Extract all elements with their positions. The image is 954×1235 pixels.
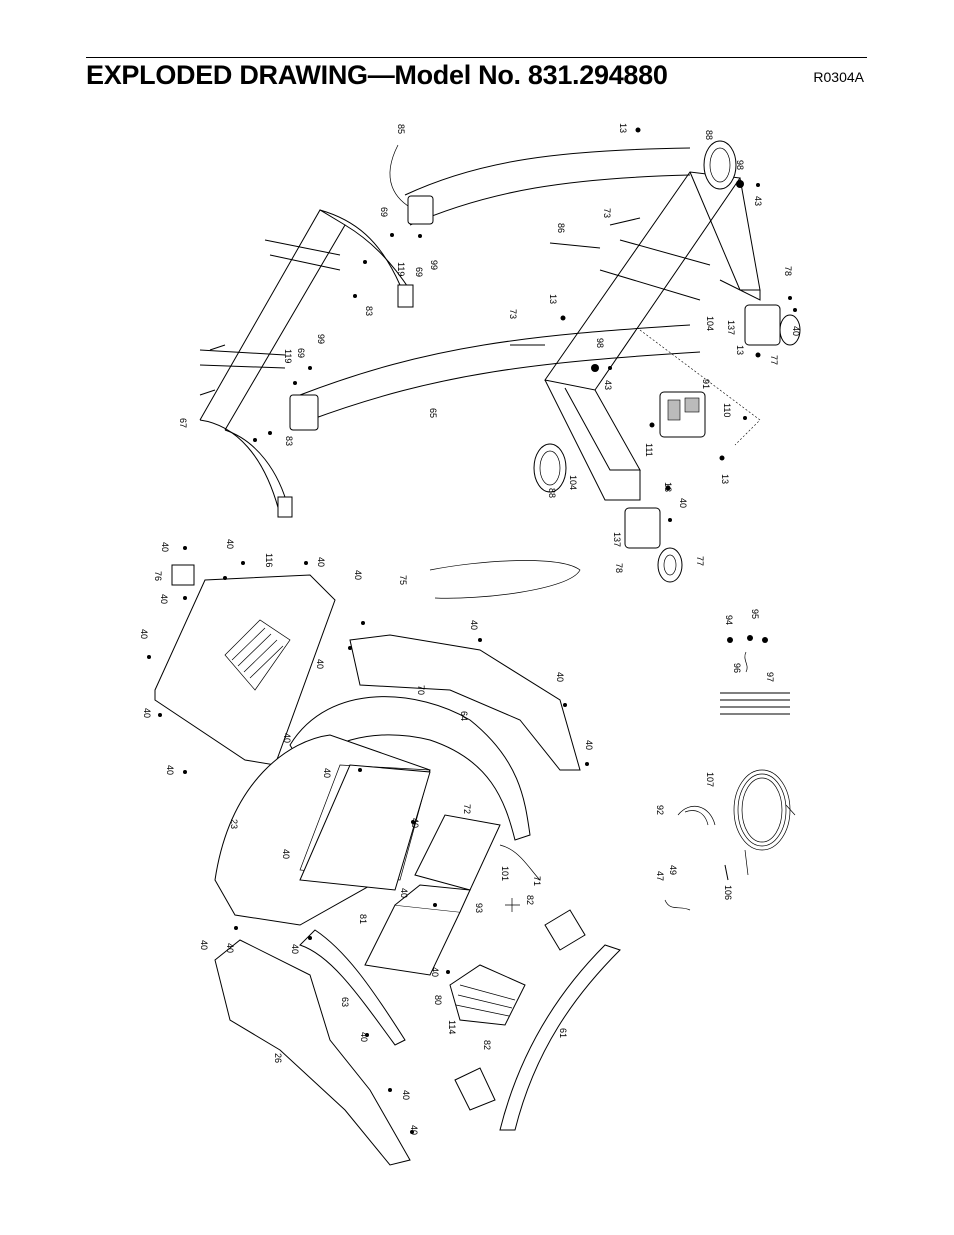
label-61: 61 — [558, 1028, 568, 1038]
label-67: 67 — [178, 418, 188, 428]
label-40: 40 — [678, 498, 688, 508]
label-43: 43 — [603, 380, 613, 390]
label-104: 104 — [705, 316, 715, 331]
label-40: 40 — [281, 849, 291, 859]
label-40: 40 — [225, 539, 235, 549]
label-40: 40 — [401, 1090, 411, 1100]
label-40: 40 — [791, 326, 801, 336]
label-88: 88 — [547, 488, 557, 498]
label-40: 40 — [165, 765, 175, 775]
label-13: 13 — [720, 474, 730, 484]
label-40: 40 — [430, 967, 440, 977]
label-40: 40 — [225, 943, 235, 953]
callout-labels: 85 13 88 98 43 69 73 86 119 69 99 83 78 … — [139, 123, 801, 1135]
label-40: 40 — [160, 542, 170, 552]
label-64: 64 — [459, 711, 469, 721]
label-40: 40 — [469, 620, 479, 630]
label-40: 40 — [353, 570, 363, 580]
label-106: 106 — [723, 885, 733, 900]
label-40: 40 — [555, 672, 565, 682]
label-92: 92 — [655, 805, 665, 815]
label-85: 85 — [396, 124, 406, 134]
label-91: 91 — [701, 379, 711, 389]
frame-assembly — [199, 127, 801, 583]
label-40: 40 — [399, 888, 409, 898]
label-76: 76 — [153, 571, 163, 581]
label-70: 70 — [416, 685, 426, 695]
label-40: 40 — [359, 1032, 369, 1042]
label-40: 40 — [410, 818, 420, 828]
label-83: 83 — [364, 306, 374, 316]
label-40: 40 — [316, 557, 326, 567]
label-137: 137 — [726, 320, 736, 335]
label-65: 65 — [428, 408, 438, 418]
label-40: 40 — [199, 940, 209, 950]
label-43: 43 — [753, 196, 763, 206]
shroud-assembly — [147, 546, 621, 1166]
label-40: 40 — [290, 944, 300, 954]
label-72: 72 — [462, 804, 472, 814]
label-71: 71 — [532, 876, 542, 886]
label-69: 69 — [414, 267, 424, 277]
label-93: 93 — [474, 903, 484, 913]
label-23: 23 — [229, 819, 239, 829]
label-63: 63 — [340, 997, 350, 1007]
label-119: 119 — [283, 349, 293, 363]
document-code: R0304A — [813, 69, 864, 85]
label-107: 107 — [705, 772, 715, 787]
label-75: 75 — [398, 575, 408, 585]
label-40: 40 — [159, 594, 169, 604]
label-88: 88 — [704, 130, 714, 140]
label-69: 69 — [296, 348, 306, 358]
label-80: 80 — [433, 995, 443, 1005]
label-82: 82 — [525, 895, 535, 905]
label-81: 81 — [358, 914, 368, 924]
label-110: 110 — [722, 403, 732, 417]
label-96: 96 — [732, 663, 742, 673]
label-82: 82 — [482, 1040, 492, 1050]
label-137: 137 — [612, 532, 622, 547]
label-73: 73 — [602, 208, 612, 218]
label-98: 98 — [595, 338, 605, 348]
label-78: 78 — [614, 563, 624, 573]
label-40: 40 — [409, 1125, 419, 1135]
label-119: 119 — [396, 262, 406, 276]
label-99: 99 — [316, 334, 326, 344]
label-73: 73 — [508, 309, 518, 319]
label-40: 40 — [322, 768, 332, 778]
label-13: 13 — [548, 294, 558, 304]
label-13: 13 — [735, 345, 745, 355]
label-77: 77 — [695, 556, 705, 566]
label-13: 13 — [663, 482, 673, 492]
label-26: 26 — [273, 1053, 283, 1063]
label-114: 114 — [447, 1020, 457, 1034]
label-116: 116 — [264, 553, 274, 567]
label-40: 40 — [282, 733, 292, 743]
label-13: 13 — [618, 123, 628, 133]
label-99: 99 — [429, 260, 439, 270]
label-47: 47 — [655, 871, 665, 881]
label-40: 40 — [584, 740, 594, 750]
header-rule — [86, 57, 867, 58]
label-77: 77 — [769, 355, 779, 365]
label-97: 97 — [765, 672, 775, 682]
label-94: 94 — [724, 615, 734, 625]
small-parts — [664, 635, 796, 911]
label-83: 83 — [284, 436, 294, 446]
label-40: 40 — [139, 629, 149, 639]
page-title: EXPLODED DRAWING—Model No. 831.294880 — [86, 60, 668, 90]
label-40: 40 — [142, 708, 152, 718]
label-98: 98 — [735, 160, 745, 170]
label-101: 101 — [500, 866, 510, 881]
label-69: 69 — [379, 207, 389, 217]
label-86: 86 — [556, 223, 566, 233]
label-104: 104 — [568, 475, 578, 490]
label-49: 49 — [668, 865, 678, 875]
label-95: 95 — [750, 609, 760, 619]
label-78: 78 — [783, 266, 793, 276]
label-40: 40 — [315, 659, 325, 669]
label-111: 111 — [644, 443, 654, 457]
